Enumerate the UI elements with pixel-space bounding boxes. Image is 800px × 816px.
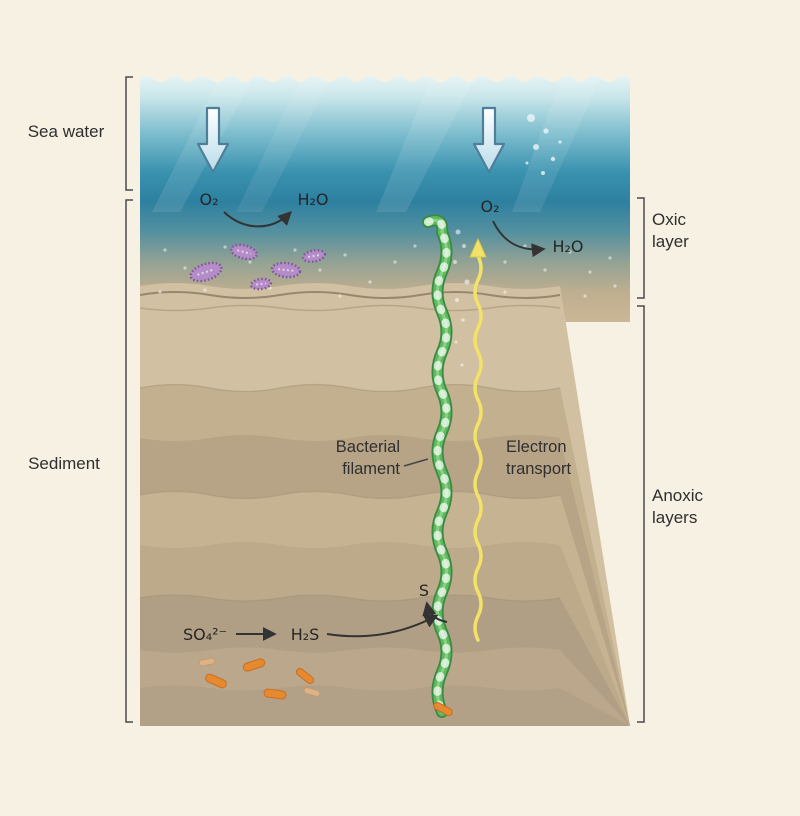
surface-bubbles [525,114,562,175]
sediment-label: Sediment [28,454,100,473]
oxic-layer-bracket [637,197,645,299]
left-brackets [125,76,133,723]
sulfate-label: SO₄²⁻ [183,625,227,644]
rod-bacterium-pale [303,687,321,697]
sea-water-label: Sea water [28,122,105,141]
filament-bubble-trail [453,229,470,367]
sea-water-bracket [125,76,133,191]
anoxic-layers-label-line2: layers [652,508,697,527]
sediment-strata [140,383,630,726]
microbe [301,249,327,263]
sediment-surface-line-dark [140,291,561,299]
bacterial-filament-label-line2: filament [342,460,400,478]
rod-bacterium [242,658,266,672]
electron-transport-label-line1: Electron [506,438,567,456]
rod-bacterium [205,673,227,689]
rod-bacterium [263,688,287,700]
anoxic-layers-bracket [637,305,645,723]
sediment-bracket [125,199,133,723]
o2-left-label: O₂ [199,190,218,209]
sediment-rod-bacteria [198,657,321,700]
o2-right-label: O₂ [480,197,499,216]
electron-transport-path [469,237,487,642]
bacterial-filament-shape [422,214,453,718]
o2-to-h2o-left-arrow [223,211,292,228]
rod-bacterium [295,667,315,685]
oxic-speckles [158,244,617,298]
oxic-microbes [189,243,327,291]
o2-to-h2o-right-arrow [492,220,546,258]
bacterial-filament-label-line1: Bacterial [336,438,400,456]
oxic-layer-label-line1: Oxic [652,210,687,229]
h2s-label: H₂S [291,625,320,644]
down-arrow-icon [472,106,506,174]
anoxic-layers-label-line1: Anoxic [652,486,704,505]
rod-bacterium-pale [198,657,216,667]
oxic-layer-label-line2: layer [652,232,689,251]
bacterial-filament-leader-line [403,458,429,467]
microbe [230,243,258,261]
microbe [189,261,223,283]
h2s-to-filament-arrow [326,614,439,638]
right-brackets [637,197,645,723]
sediment-surface-line-light [140,304,561,312]
sea-water-body [140,76,630,322]
electron-transport-label-line2: transport [506,460,572,478]
microbe [270,261,302,279]
down-arrow-icon [196,106,230,174]
rod-bacterium-at-filament-tip [433,701,453,717]
electron-arrowhead-icon [469,237,487,258]
h2o-left-label: H₂O [297,190,328,209]
sulfur-label: S [419,581,429,600]
microbe [249,277,273,291]
h2o-right-label: H₂O [552,237,583,256]
oxygen-down-arrows [196,106,506,174]
